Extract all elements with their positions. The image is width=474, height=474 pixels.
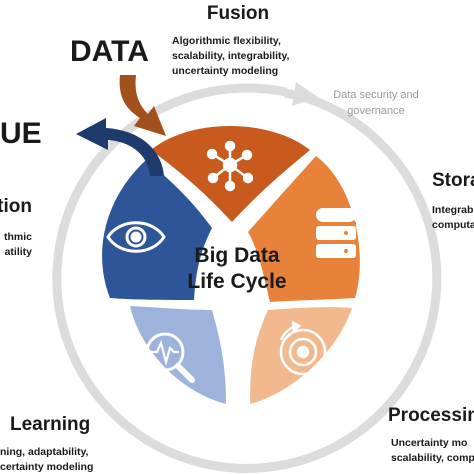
storage-title: Stora (432, 170, 474, 191)
database-icon (316, 208, 356, 258)
data-arrow (119, 75, 166, 136)
value-label: UE (0, 117, 42, 150)
fusion-desc-line2: scalability, integrability, (172, 50, 290, 62)
magnifier-pulse-icon (145, 332, 195, 383)
value-arrow (76, 118, 164, 176)
storage-desc-line1: Integrabi (432, 204, 474, 216)
cycle-ring (52, 82, 442, 473)
center-title-line2: Life Cycle (187, 270, 286, 293)
learning-desc-line2: certainty modeling (0, 461, 93, 473)
visualization-desc-line1: thmic (4, 231, 32, 243)
storage-desc-line2: computa (432, 219, 474, 231)
fusion-desc-line3: uncertainty modeling (172, 65, 278, 77)
network-hub-icon (206, 140, 254, 192)
processing-title: Processin (388, 405, 474, 426)
center-title-line1: Big Data (194, 244, 280, 267)
fusion-title: Fusion (207, 3, 269, 24)
data-label: DATA (70, 35, 149, 68)
learning-petal (130, 306, 226, 404)
gear-cycle-icon (279, 320, 327, 384)
learning-title: Learning (10, 414, 90, 435)
fusion-desc-line1: Algorithmic flexibility, (172, 35, 281, 47)
visualization-title: tion (0, 196, 32, 217)
processing-desc-line2: scalability, comp (391, 452, 474, 464)
learning-desc-line1: ning, adaptability, (0, 446, 89, 458)
visualization-desc-line2: atility (5, 246, 33, 258)
governance-label-line2: governance (347, 105, 405, 117)
governance-label-line1: Data security and (333, 89, 419, 101)
processing-desc-line1: Uncertainty mo (391, 437, 467, 449)
eye-icon (106, 221, 166, 253)
storage-petal (248, 156, 360, 302)
